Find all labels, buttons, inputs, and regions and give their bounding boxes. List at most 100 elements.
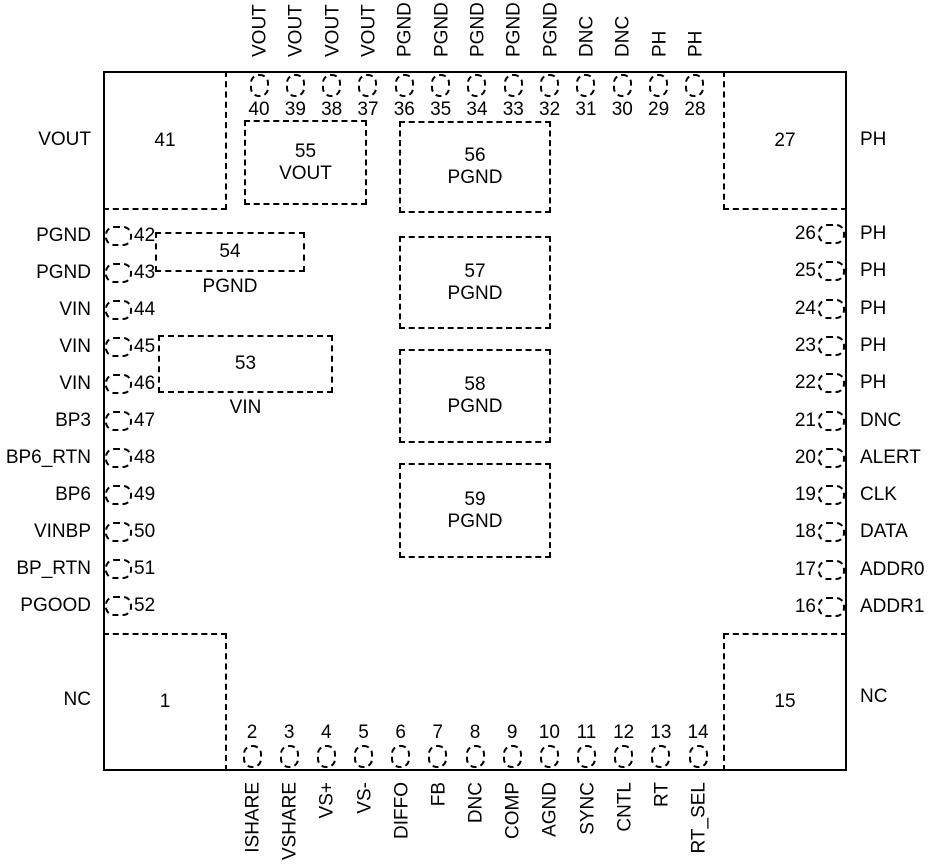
pin-5-number: 5 — [358, 722, 369, 743]
pin-46-label: VIN — [59, 373, 91, 394]
pin-43-number: 43 — [134, 262, 156, 283]
pin-43-pad — [105, 263, 132, 283]
pin-18-label: DATA — [860, 521, 908, 543]
pin-46-number: 46 — [134, 373, 156, 394]
pin-19-number: 19 — [794, 484, 816, 506]
pin-24-pad — [818, 298, 845, 319]
pin-26-pad — [818, 224, 845, 244]
pin-39-pad — [285, 74, 305, 97]
pin-45-number: 45 — [134, 336, 156, 357]
pin-25-label: PH — [860, 260, 887, 282]
pin-37-pad — [358, 74, 378, 97]
pin-3-number: 3 — [283, 722, 295, 743]
pin-51-pad — [105, 559, 132, 579]
pin-13-number: 13 — [650, 722, 672, 743]
corner-pad-15: 15 — [723, 633, 847, 771]
pin-2-number: 2 — [246, 722, 258, 743]
pin-24-number: 24 — [794, 297, 816, 319]
pin-21-number: 21 — [794, 409, 816, 431]
pin-4-pad — [316, 745, 336, 768]
pin-34-pad — [467, 74, 487, 97]
pin-7-pad — [428, 745, 448, 768]
pin-21-label: DNC — [860, 409, 902, 431]
pin-44-number: 44 — [134, 299, 156, 320]
pin-35-label: PGND — [431, 2, 453, 57]
pin-33-number: 33 — [502, 99, 524, 120]
pin-20-number: 20 — [794, 446, 816, 468]
center-pad-57-number: 57 — [464, 260, 486, 282]
corner-pad-27: 27 — [723, 71, 847, 210]
pin-10-number: 10 — [538, 722, 560, 743]
pin-32-number: 32 — [539, 99, 561, 120]
pin-50-label: VINBP — [33, 521, 91, 542]
pin-13-label: RT — [651, 782, 673, 807]
pin-36-number: 36 — [393, 99, 415, 120]
pin-2-label: ISHARE — [242, 782, 264, 853]
pin-43-label: PGND — [36, 262, 91, 283]
pin-6-label: DIFFO — [391, 782, 413, 839]
pin-46-pad — [105, 374, 132, 394]
pin-5-label: VS- — [354, 782, 375, 814]
corner-pad-1-label: NC — [63, 689, 91, 710]
pin-30-label: DNC — [612, 15, 634, 57]
center-pad-59-label: PGND — [447, 510, 503, 532]
pin-4-number: 4 — [321, 722, 332, 743]
pin-33-pad — [503, 74, 523, 97]
corner-pad-41-label: VOUT — [38, 129, 91, 150]
corner-pad-27-label: PH — [860, 129, 887, 150]
pin-6-pad — [391, 745, 411, 768]
pin-35-pad — [431, 74, 451, 97]
pin-51-label: BP_RTN — [16, 558, 91, 579]
pin-17-pad — [818, 559, 845, 580]
pin-34-number: 34 — [466, 99, 488, 120]
center-pad-58-label: PGND — [447, 396, 503, 417]
pin-8-label: DNC — [465, 782, 487, 824]
pin-3-label: VSHARE — [279, 782, 301, 861]
pin-14-label: RT_SEL — [688, 782, 710, 854]
pin-17-label: ADDR0 — [860, 558, 925, 580]
pin-30-number: 30 — [611, 99, 633, 120]
pin-23-label: PH — [860, 334, 887, 356]
pin-48-pad — [105, 448, 132, 468]
pin-21-pad — [818, 410, 845, 431]
pin-18-number: 18 — [794, 521, 816, 543]
center-pad-55-label: VOUT — [279, 162, 332, 184]
pin-4-label: VS+ — [316, 782, 338, 819]
corner-pad-41: 41 — [103, 71, 227, 210]
center-pad-54-label: PGND — [202, 276, 258, 297]
pin-10-label: AGND — [539, 782, 561, 837]
pin-28-pad — [685, 74, 705, 97]
pin-34-label: PGND — [467, 2, 489, 57]
pin-13-pad — [651, 745, 671, 768]
center-pad-56-label: PGND — [447, 167, 503, 188]
pin-42-pad — [105, 226, 132, 246]
corner-pad-15-label: NC — [860, 686, 888, 707]
pin-9-pad — [502, 745, 522, 768]
pin-31-number: 31 — [575, 99, 597, 120]
pin-19-label: CLK — [860, 484, 897, 506]
pin-40-label: VOUT — [249, 4, 271, 57]
pin-2-pad — [242, 745, 262, 768]
pin-36-pad — [394, 74, 414, 97]
pin-47-label: BP3 — [55, 410, 91, 431]
pin-16-number: 16 — [794, 596, 816, 617]
pin-29-label: PH — [649, 30, 671, 57]
pin-12-pad — [614, 745, 634, 768]
pin-52-number: 52 — [134, 595, 156, 616]
corner-pad-41-number: 41 — [154, 129, 176, 151]
pin-11-label: SYNC — [577, 782, 599, 835]
pin-9-number: 9 — [506, 722, 518, 743]
pin-38-number: 38 — [321, 99, 343, 120]
center-pad-53: 53 — [158, 335, 333, 393]
pin-32-label: PGND — [540, 2, 562, 57]
center-pad-56-number: 56 — [464, 145, 486, 166]
center-pad-55-number: 55 — [294, 140, 317, 162]
center-pad-53-number: 53 — [234, 353, 257, 374]
pin-24-label: PH — [860, 297, 887, 319]
pin-30-pad — [612, 74, 632, 97]
pin-49-number: 49 — [134, 484, 156, 505]
